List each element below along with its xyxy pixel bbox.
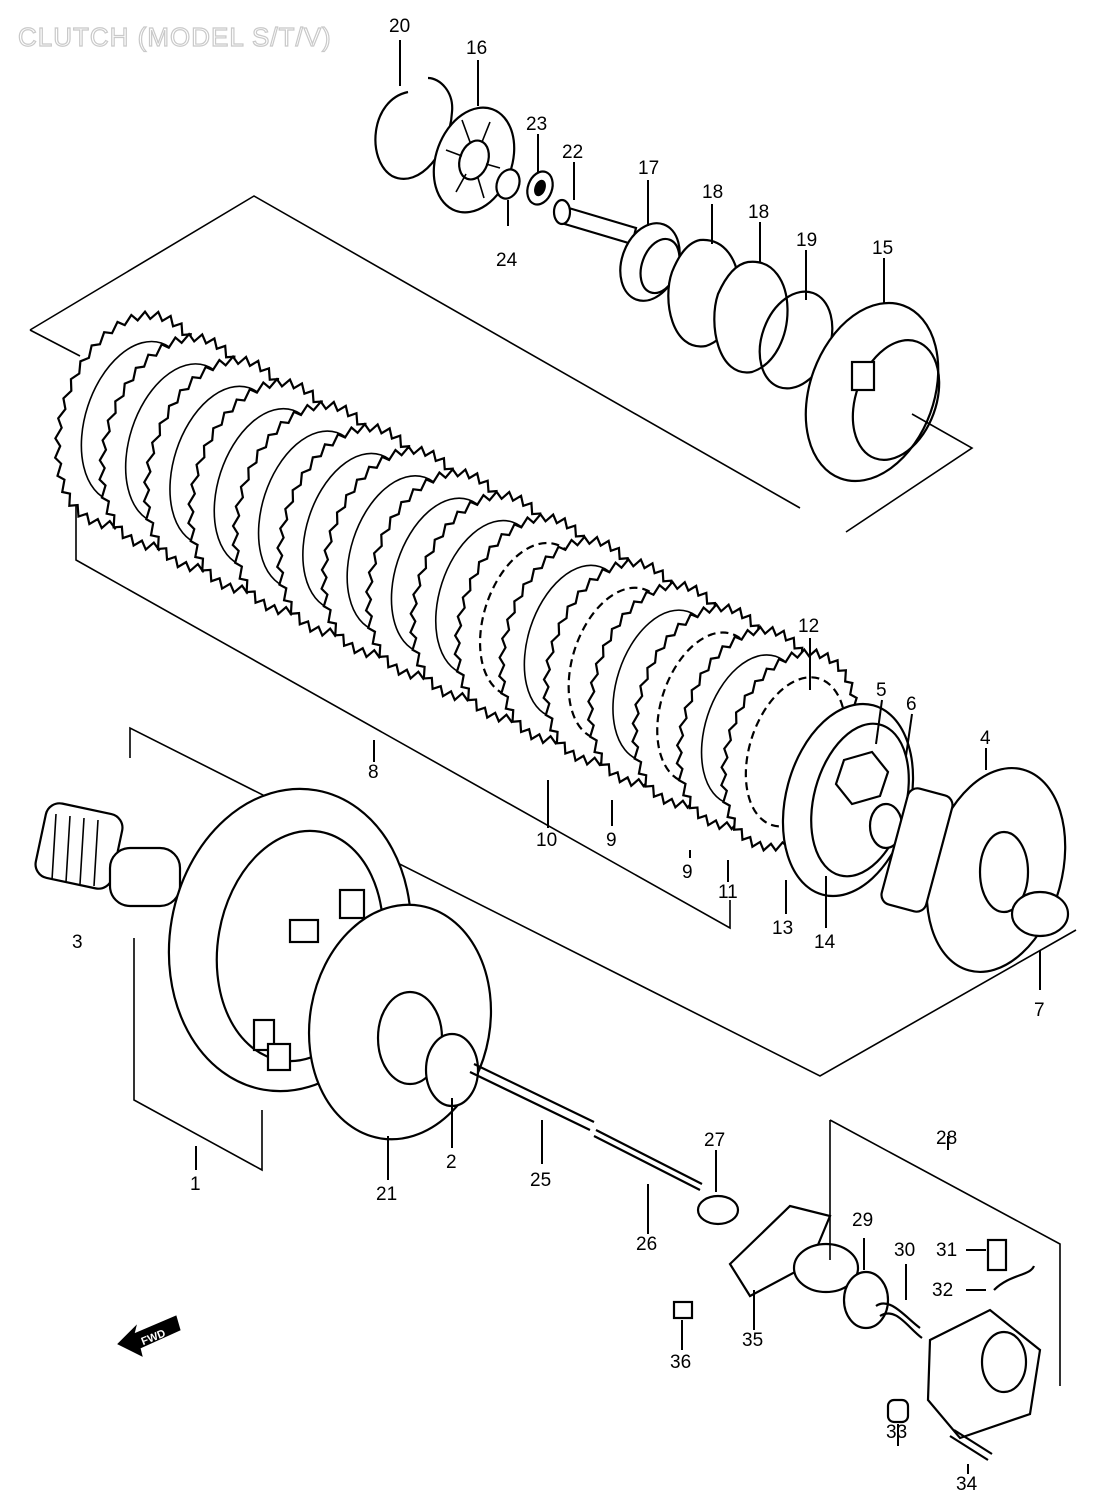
callout-30[interactable]: 30 <box>894 1240 915 1261</box>
callout-9a[interactable]: 9 <box>606 830 617 851</box>
part-31-bleeder[interactable] <box>986 1238 1008 1272</box>
part-release-cylinder-body[interactable] <box>926 1308 1042 1440</box>
callout-9b[interactable]: 9 <box>682 862 693 883</box>
callout-20[interactable]: 20 <box>389 16 410 37</box>
part-26-push-rod[interactable] <box>593 1129 703 1191</box>
callout-33[interactable]: 33 <box>886 1422 907 1443</box>
part-36-bolt[interactable] <box>672 1300 694 1320</box>
callout-28[interactable]: 28 <box>936 1128 957 1149</box>
callout-29[interactable]: 29 <box>852 1210 873 1231</box>
part-25-push-rod[interactable] <box>469 1063 595 1131</box>
callout-27[interactable]: 27 <box>704 1130 725 1151</box>
callout-16[interactable]: 16 <box>466 38 487 59</box>
callout-11[interactable]: 11 <box>718 882 738 903</box>
part-28-piston[interactable] <box>792 1242 860 1294</box>
callout-5[interactable]: 5 <box>876 680 887 701</box>
part-7-thrust-washer[interactable] <box>1010 890 1070 938</box>
callout-25[interactable]: 25 <box>530 1170 551 1191</box>
part-2-washer[interactable] <box>424 1032 480 1108</box>
bracket-1 <box>133 938 263 1172</box>
callout-21[interactable]: 21 <box>376 1184 397 1205</box>
callout-22[interactable]: 22 <box>562 142 583 163</box>
release-parts-group <box>374 76 974 533</box>
diagram-title: CLUTCH (MODEL S/T/V) <box>18 22 332 52</box>
part-spacer[interactable] <box>108 846 182 908</box>
clutch-plate-stack <box>29 195 1077 1077</box>
leader-lines <box>195 40 1041 1474</box>
callout-12[interactable]: 12 <box>798 616 819 637</box>
callout-31[interactable]: 31 <box>936 1240 957 1261</box>
part-22-release-rod[interactable] <box>552 198 638 246</box>
callout-10[interactable]: 10 <box>536 830 557 851</box>
callout-17[interactable]: 17 <box>638 158 659 179</box>
part-32-cap[interactable] <box>993 1265 1036 1291</box>
callout-4[interactable]: 4 <box>980 728 991 749</box>
callout-19[interactable]: 19 <box>796 230 817 251</box>
callout-18b[interactable]: 18 <box>748 202 769 223</box>
callout-2[interactable]: 2 <box>446 1152 457 1173</box>
callout-34[interactable]: 34 <box>956 1474 978 1495</box>
part-33-plug[interactable] <box>886 1398 910 1424</box>
callout-8[interactable]: 8 <box>368 762 379 783</box>
callout-36[interactable]: 36 <box>670 1352 691 1373</box>
release-cylinder-group <box>672 1119 1061 1461</box>
callout-18a[interactable]: 18 <box>702 182 723 203</box>
callout-35[interactable]: 35 <box>742 1330 763 1351</box>
part-20-circlip[interactable] <box>374 76 454 180</box>
callout-3[interactable]: 3 <box>72 932 83 953</box>
callout-6[interactable]: 6 <box>906 694 917 715</box>
callout-1[interactable]: 1 <box>190 1174 201 1195</box>
callout-15[interactable]: 15 <box>872 238 893 259</box>
callout-7[interactable]: 7 <box>1034 1000 1045 1021</box>
part-15-spring-plate[interactable] <box>782 284 961 499</box>
part-30-spring[interactable] <box>875 1302 923 1339</box>
part-27-oil-seal[interactable] <box>696 1194 740 1226</box>
part-16-pressure-plate[interactable] <box>420 96 528 223</box>
part-34-bolt[interactable] <box>949 1429 993 1461</box>
callout-23[interactable]: 23 <box>526 114 547 135</box>
callout-32[interactable]: 32 <box>932 1280 953 1301</box>
bracket-28 <box>829 1119 1061 1386</box>
part-5-nut[interactable] <box>834 750 890 806</box>
part-23-bearing[interactable] <box>523 168 557 208</box>
forward-arrow-icon: FWD <box>117 1315 181 1357</box>
part-35-cover[interactable] <box>728 1204 832 1298</box>
callout-labels: 20 16 23 22 17 18 18 19 15 24 12 5 6 4 8… <box>72 16 1045 1495</box>
bracket-8 <box>29 195 801 930</box>
callout-26[interactable]: 26 <box>636 1234 657 1255</box>
part-18-plate-b[interactable] <box>713 260 789 374</box>
clutch-basket-group <box>34 787 493 1172</box>
bracket-7 <box>129 726 1077 1077</box>
part-29-seal[interactable] <box>842 1270 890 1330</box>
callout-24[interactable]: 24 <box>496 250 518 271</box>
leader-frame-15 <box>845 413 974 533</box>
part-24-washer[interactable] <box>493 166 524 202</box>
callout-13[interactable]: 13 <box>772 918 793 939</box>
callout-14[interactable]: 14 <box>814 932 836 953</box>
